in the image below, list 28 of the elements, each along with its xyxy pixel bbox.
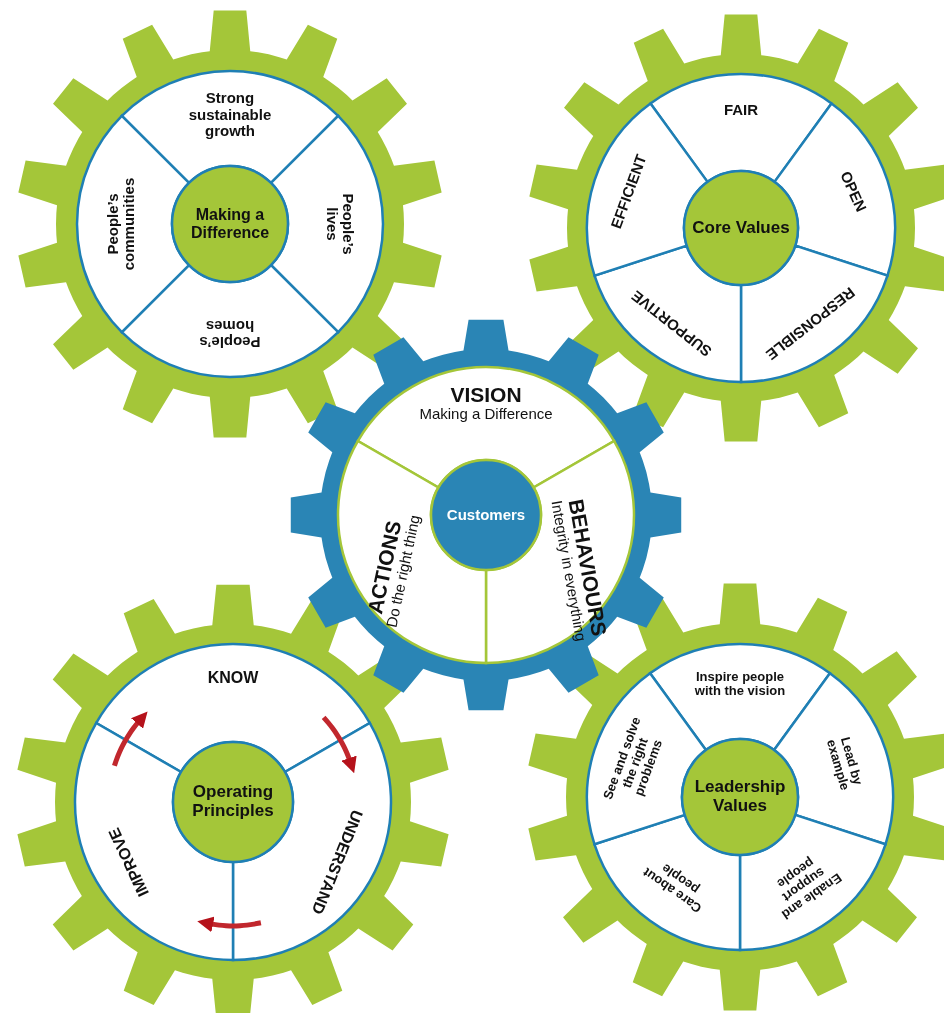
- hub-label: Operating Principles: [191, 783, 275, 821]
- segment-label: People’s lives: [323, 192, 356, 257]
- hub-label: Making a Difference: [189, 206, 271, 242]
- segment-label: People’s homes: [198, 317, 262, 350]
- hub-label: Core Values: [692, 218, 790, 238]
- hub-label: Leadership Values: [693, 778, 787, 816]
- hub-circle: [170, 164, 290, 284]
- gear-segment: [76, 114, 191, 334]
- hub-circle: [429, 458, 543, 572]
- gear-segment: [739, 244, 889, 384]
- segment-label: Inspire people with the vision: [693, 669, 787, 699]
- hub-circle: [171, 740, 295, 864]
- segment-label: Strong sustainable growth: [187, 89, 273, 140]
- gear-segment: [593, 244, 743, 384]
- gear-segment: [269, 114, 384, 334]
- curved-arrow: [112, 711, 148, 768]
- curved-arrow: [321, 715, 357, 774]
- segment-text: Making a Difference: [419, 406, 553, 423]
- segment-label: Lead by example: [823, 734, 868, 794]
- curved-arrow: [197, 916, 263, 933]
- gear-segment: [356, 366, 616, 489]
- segment-heading: VISION: [450, 383, 522, 407]
- hub-circle: [680, 737, 800, 857]
- hub-label: Customers: [446, 506, 526, 524]
- segment-label: People’s communities: [104, 176, 137, 273]
- segment-label: FAIR: [723, 101, 759, 119]
- segment-label: KNOW: [207, 669, 259, 687]
- hub-circle: [682, 169, 800, 287]
